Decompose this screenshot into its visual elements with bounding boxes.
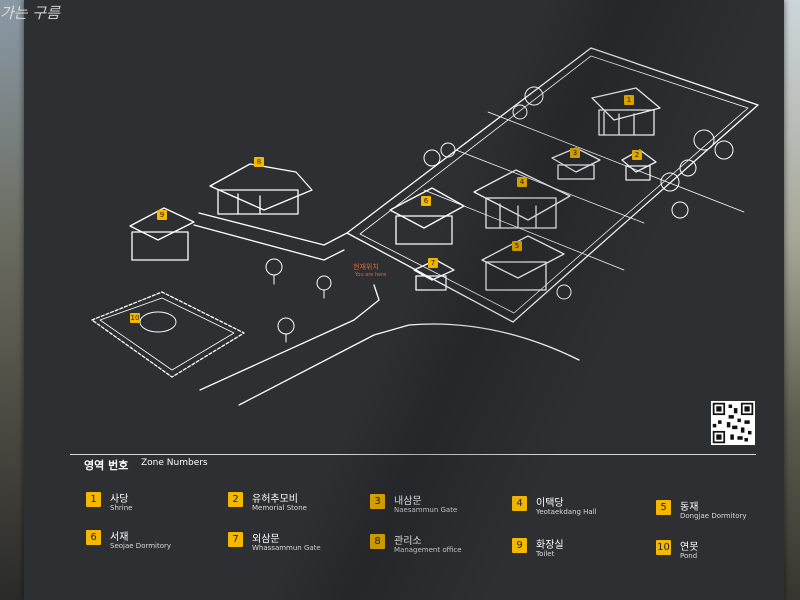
- zone-name-en: Whassammun Gate: [252, 544, 321, 552]
- legend-divider: [70, 454, 756, 455]
- site-map: [91, 47, 759, 406]
- map-marker-6: 6: [421, 196, 431, 206]
- trees: [265, 86, 734, 343]
- zone-name-ko: 유허추모비: [252, 494, 298, 505]
- map-marker-3: 3: [570, 148, 580, 158]
- zone-name-en: Naesammun Gate: [394, 506, 458, 514]
- building-management: [209, 163, 313, 215]
- pond-outline: [91, 291, 245, 378]
- zone-name-ko: 동재: [680, 502, 699, 513]
- map-marker-10: 10: [130, 313, 140, 323]
- building-naesammun: [551, 147, 601, 180]
- qr-code: [711, 401, 755, 445]
- zone-name-en: Memorial Stone: [252, 504, 307, 512]
- compound-wall: [346, 47, 759, 323]
- map-marker-5: 5: [512, 241, 522, 251]
- zone-name-en: Pond: [680, 552, 698, 560]
- legend-title-ko: 영역 번호: [84, 459, 129, 472]
- you-are-here-en: You are here: [355, 272, 387, 278]
- legend-title-en: Zone Numbers: [141, 458, 208, 468]
- zone-number: 4: [512, 496, 527, 511]
- building-seojae: [389, 187, 465, 245]
- zone-number: 10: [656, 540, 671, 555]
- zone-name-ko: 외삼문: [252, 534, 280, 545]
- compound-wall-inner: [359, 55, 749, 314]
- road-2: [238, 323, 580, 406]
- path-2: [198, 212, 348, 246]
- zone-name-ko: 관리소: [394, 536, 422, 547]
- zone-name-en: Toilet: [536, 550, 555, 558]
- path-1: [193, 224, 345, 261]
- zone-name-en: Management office: [394, 546, 462, 554]
- map-marker-7: 7: [428, 258, 438, 268]
- you-are-here-ko: 현재위치: [353, 263, 379, 271]
- zone-name-ko: 서재: [110, 532, 129, 543]
- zone-number: 8: [370, 534, 385, 549]
- watermark: 가는 구름: [0, 4, 60, 22]
- zone-name-ko: 화장실: [536, 540, 564, 551]
- zone-number: 9: [512, 538, 527, 553]
- zone-name-en: Seojae Dormitory: [110, 542, 172, 550]
- zone-name-ko: 내삼문: [394, 496, 422, 507]
- building-dongjae: [481, 235, 565, 291]
- zone-name-ko: 사당: [110, 494, 129, 505]
- zone-number: 3: [370, 494, 385, 509]
- zone-name-en: Shrine: [110, 504, 133, 512]
- building-shrine: [591, 87, 661, 136]
- road-1: [199, 284, 380, 391]
- zone-number: 6: [86, 530, 101, 545]
- map-marker-2: 2: [632, 150, 642, 160]
- zone-number: 1: [86, 492, 101, 507]
- zone-name-ko: 연못: [680, 542, 699, 553]
- zone-name-en: Dongjae Dormitory: [680, 512, 747, 520]
- building-toilet: [129, 207, 195, 261]
- building-yeotaekdang: [473, 169, 571, 229]
- map-marker-1: 1: [624, 95, 634, 105]
- zone-number: 2: [228, 492, 243, 507]
- map-marker-8: 8: [254, 157, 264, 167]
- zone-number: 5: [656, 500, 671, 515]
- map-marker-9: 9: [157, 210, 167, 220]
- zone-name-ko: 이택당: [536, 498, 564, 509]
- zone-name-en: Yeotaekdang Hall: [536, 508, 597, 516]
- map-marker-4: 4: [517, 177, 527, 187]
- zone-number: 7: [228, 532, 243, 547]
